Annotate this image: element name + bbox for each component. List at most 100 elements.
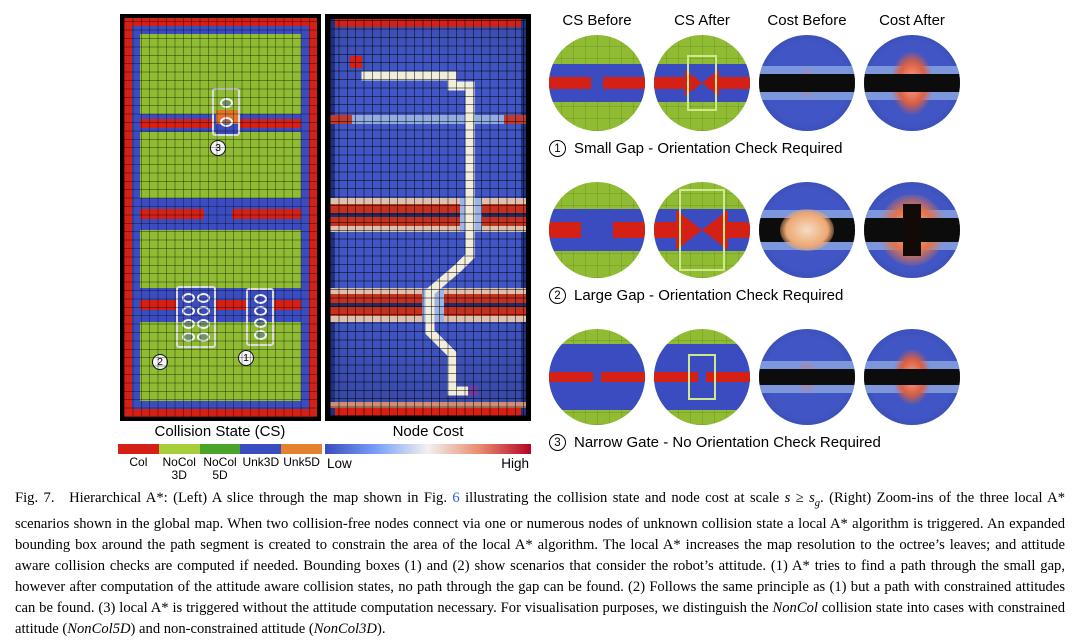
unk3d-cells: [216, 124, 238, 134]
caption-segment[interactable]: 6: [452, 490, 460, 506]
collision-state-map: 3 2 1: [120, 14, 321, 421]
zoom-panel-headers: CS Before CS After Cost Before Cost After: [549, 12, 960, 29]
cs-legend-bar: [118, 444, 322, 454]
collision-right: [613, 222, 645, 238]
bounding-box-3: [212, 88, 240, 136]
zoom-circle-2-cs-before: [549, 182, 645, 278]
wall-segment: [232, 209, 301, 219]
zoom-row-3: 3 Narrow Gate - No Orientation Check Requ…: [549, 329, 960, 451]
column-header-3: Cost Before: [767, 12, 847, 29]
caption-segment: . (Right) Zoom-ins of the three local A*…: [15, 490, 1066, 616]
attitude-ellipse: [197, 292, 210, 303]
attitude-ellipse: [219, 116, 233, 127]
collision-right: [602, 77, 645, 89]
cs-legend-title: Collision State (CS): [154, 423, 286, 440]
cost-legend: Node Cost Low High: [325, 423, 531, 471]
attitude-ellipse: [253, 306, 267, 316]
legend-swatch-unk5d: [281, 444, 322, 454]
attitude-ellipse: [182, 292, 195, 303]
attitude-ellipse: [182, 318, 195, 329]
zoom-row-1: 1 Small Gap - Orientation Check Required: [549, 35, 960, 157]
node-cost-map: [325, 14, 531, 421]
high-cost-band: [864, 74, 960, 92]
astar-path: [361, 71, 475, 396]
legend-label-unk5d: Unk5D: [283, 455, 320, 469]
attitude-ellipse: [219, 97, 233, 108]
caption-segment: s: [809, 490, 815, 506]
high-cost-band: [864, 369, 960, 385]
zoom-circle-2-cs-after: [654, 182, 750, 278]
legend-swatch-nocol5d: [199, 444, 241, 454]
attitude-ellipse: [182, 305, 195, 316]
bounding-box-1: [246, 288, 274, 346]
zoom-circle-3-cost-after: [864, 329, 960, 425]
high-cost-band: [759, 369, 855, 385]
legend-swatch-unk3d: [240, 444, 282, 454]
bounding-box-2: [176, 286, 216, 348]
collision-left: [549, 77, 592, 89]
wall-segment: [140, 300, 176, 310]
scenario-marker-3: 3: [210, 140, 226, 156]
zoom-circle-1-cs-before: [549, 35, 645, 131]
wall-segment: [140, 119, 214, 128]
high-cost-band: [759, 74, 855, 92]
caption-segment: Fig. 7. Hierarchical A*: (Left) A slice …: [15, 490, 453, 506]
zoom-circle-2-cost-before: [759, 182, 855, 278]
caption-segment: ).: [376, 620, 386, 637]
attitude-ellipse: [253, 330, 267, 340]
attitude-ellipse: [197, 331, 210, 342]
caption-segment: NonCol3D: [313, 620, 377, 637]
caption-segment: illustrating the collision state and nod…: [459, 490, 785, 506]
zoom-circle-1-cs-after: [654, 35, 750, 131]
attitude-ellipse: [182, 331, 195, 342]
zoom-circle-3-cs-after: [654, 329, 750, 425]
caption-segment: NonCol5D: [67, 620, 131, 637]
path-goal-cell: [468, 386, 478, 396]
figure-caption: Fig. 7. Hierarchical A*: (Left) A slice …: [15, 488, 1065, 640]
scenario-number-1: 1: [549, 140, 566, 157]
cs-freespace: 3 2 1: [140, 34, 301, 401]
scenario-marker-2: 2: [152, 354, 168, 370]
zoom-circle-3-cost-before: [759, 329, 855, 425]
cost-legend-low: Low: [327, 456, 352, 471]
zoom-circle-2-cost-after: [864, 182, 960, 278]
collision-right: [600, 372, 645, 382]
caption-segment: s: [784, 490, 791, 506]
cs-corridor-bottom: [140, 288, 301, 322]
scenario-number-3: 3: [549, 434, 566, 451]
zoom-circle-1-cost-after: [864, 35, 960, 131]
cost-legend-title: Node Cost: [392, 423, 464, 440]
scenario-caption-3: Narrow Gate - No Orientation Check Requi…: [574, 434, 881, 451]
attitude-ellipse: [197, 318, 210, 329]
closed-gap-cost: [903, 204, 921, 256]
column-header-4: Cost After: [879, 12, 945, 29]
wall-segment: [214, 300, 246, 310]
wall-segment: [274, 300, 301, 310]
legend-swatch-nocol3d: [158, 444, 200, 454]
wall-segment: [140, 209, 204, 219]
attitude-ellipse: [197, 305, 210, 316]
collision-left: [549, 222, 581, 238]
column-header-2: CS After: [674, 12, 730, 29]
caption-segment: ≥: [790, 490, 810, 506]
zoom-panel: CS Before CS After Cost Before Cost After 1…: [549, 12, 960, 476]
cs-corridor-middle: [140, 198, 301, 230]
collision-left: [549, 372, 594, 382]
zoom-circle-3-cs-before: [549, 329, 645, 425]
caption-segment: ) and non-constrained attitude (: [130, 620, 314, 637]
local-bounding-box: [687, 353, 717, 401]
caption-segment: NonCol: [772, 599, 818, 616]
caption-segment: collision state into cases with constrai…: [15, 599, 1065, 637]
column-header-1: CS Before: [562, 12, 632, 29]
zoom-panel-rows: 1 Small Gap - Orientation Check Required 2…: [549, 35, 960, 451]
scenario-caption-1: Small Gap - Orientation Check Required: [574, 140, 843, 157]
attitude-ellipse: [253, 318, 267, 328]
zoom-circle-1-cost-before: [759, 35, 855, 131]
caption-segment: g: [814, 497, 821, 509]
